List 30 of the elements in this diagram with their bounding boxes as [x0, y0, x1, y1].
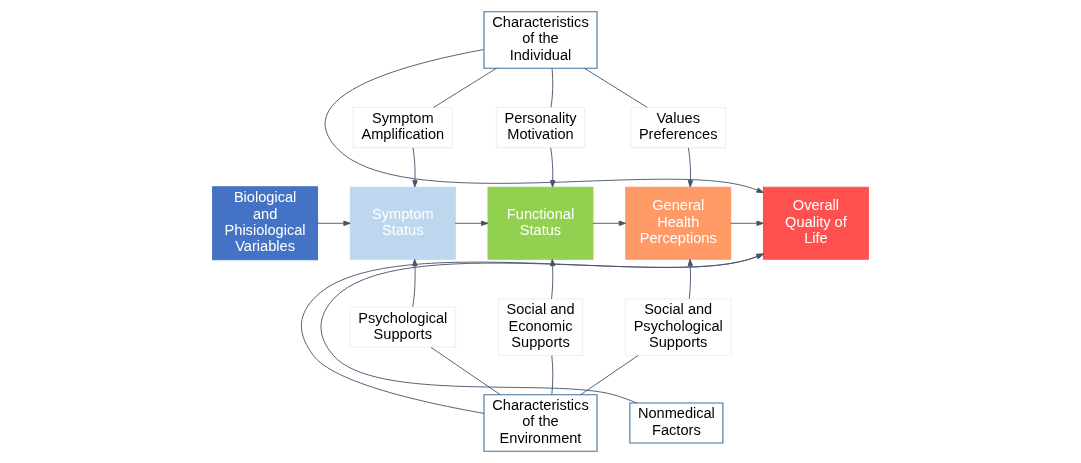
node-box: Biological and Phisiological Variables	[212, 186, 319, 261]
arrow	[687, 147, 694, 188]
connector	[584, 67, 648, 108]
arrow	[324, 49, 764, 193]
node-box: Characteristics of the Individual	[483, 11, 598, 69]
node-box: Functional Status	[487, 186, 594, 260]
arrow	[412, 147, 418, 188]
connector	[430, 346, 501, 396]
node-box: General Health Perceptions	[625, 186, 732, 260]
arrow	[687, 258, 693, 300]
node-box: Overall Quality of Life	[762, 186, 869, 260]
node-box: Values Preferences	[630, 106, 727, 149]
connector	[551, 355, 554, 395]
arrow	[454, 220, 489, 226]
arrow	[592, 220, 627, 226]
connector	[580, 355, 639, 396]
node-box: Characteristics of the Environment	[483, 394, 598, 452]
arrow	[412, 258, 418, 308]
node-box: Personality Motivation	[495, 106, 586, 149]
arrow	[550, 147, 556, 188]
node-box: Symptom Amplification	[352, 106, 454, 149]
node-box: Psychological Supports	[349, 306, 457, 348]
node-box: Social and Psychological Supports	[624, 298, 732, 357]
connector	[433, 67, 497, 108]
arrow	[730, 220, 764, 226]
node-box: Symptom Status	[349, 186, 456, 260]
connector	[550, 67, 554, 108]
arrow	[317, 220, 351, 226]
node-box: Social and Economic Supports	[498, 298, 583, 357]
node-box: Nonmedical Factors	[629, 402, 724, 444]
